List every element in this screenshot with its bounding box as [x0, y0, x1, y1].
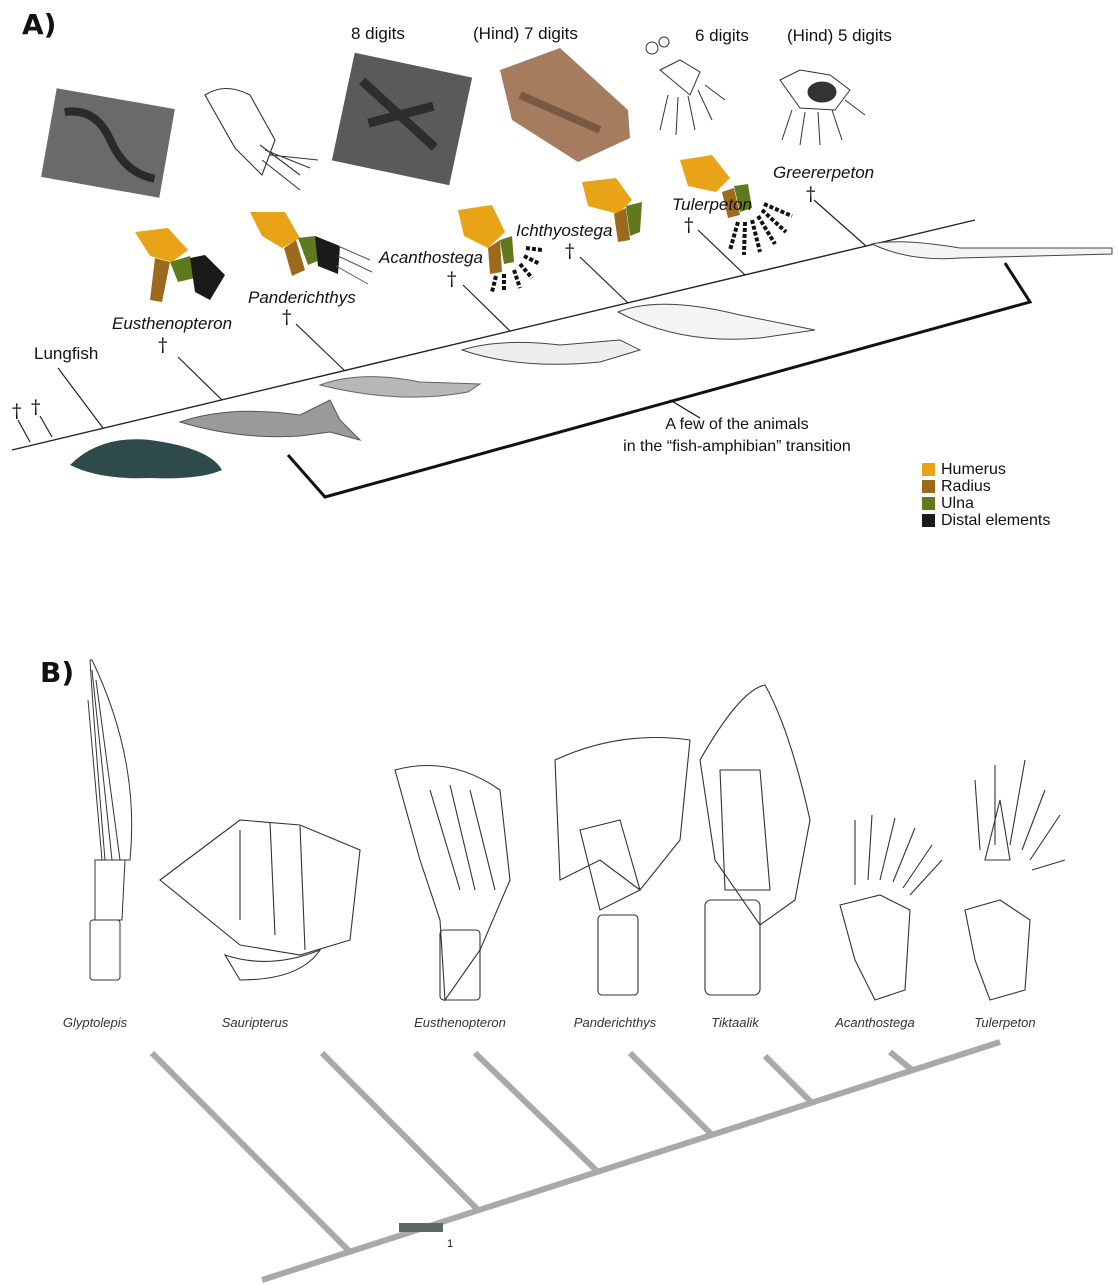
panderichthys-image	[320, 377, 480, 397]
digit-label-6: 6 digits	[695, 26, 749, 46]
scale-bar-label: 1	[447, 1238, 453, 1250]
dagger-extinct-2: †	[31, 396, 41, 418]
taxon-tulerpeton: Tulerpeton	[672, 195, 752, 215]
dagger-greererpeton: †	[806, 183, 816, 205]
tree-branch-sauripterus	[322, 1053, 478, 1210]
fin-glyptolepis	[88, 660, 132, 980]
legend-distal: Distal elements	[922, 512, 1050, 529]
limb-bones-eusthenopteron	[135, 228, 225, 302]
taxon-ichthyostega: Ichthyostega	[516, 221, 612, 241]
legend-swatch-ulna	[922, 497, 935, 510]
tree-branch-panderichthys	[630, 1053, 712, 1135]
b-taxon-panderichthys: Panderichthys	[545, 1015, 685, 1030]
tree-branch-acanthostega	[890, 1052, 912, 1070]
panel-b-diagram	[0, 560, 1118, 1285]
b-taxon-tulerpeton: Tulerpeton	[950, 1015, 1060, 1030]
limb-sketch-2	[646, 37, 725, 135]
dagger-panderichthys: †	[282, 306, 292, 328]
fin-sauripterus	[160, 820, 360, 980]
legend-label-ulna: Ulna	[941, 495, 974, 513]
lungfish-image	[70, 439, 222, 478]
fin-panderichthys	[555, 738, 690, 996]
tree-branch-glyptolepis	[152, 1053, 350, 1252]
limb-sketch-1	[205, 89, 318, 191]
taxon-lungfish: Lungfish	[34, 344, 98, 364]
legend-label-humerus: Humerus	[941, 461, 1006, 479]
tiktaalik-image	[462, 340, 640, 364]
branch-extinct-1	[18, 420, 30, 442]
legend-swatch-radius	[922, 480, 935, 493]
limb-tulerpeton	[965, 760, 1065, 1000]
limb-acanthostega	[840, 815, 942, 1000]
limb-sketch-3	[780, 70, 865, 145]
legend-radius: Radius	[922, 478, 1050, 495]
fossil-photo-3	[500, 48, 630, 162]
taxon-greererpeton: Greererpeton	[773, 163, 874, 183]
eusthenopteron-image	[180, 400, 360, 440]
branch-lungfish	[58, 368, 103, 428]
tree-branch-tiktaalik	[765, 1056, 812, 1103]
digit-label-8: 8 digits	[351, 24, 405, 44]
taxon-panderichthys: Panderichthys	[248, 288, 356, 308]
transition-annotation: A few of the animals in the “fish-amphib…	[612, 414, 862, 458]
legend-label-radius: Radius	[941, 478, 991, 496]
taxon-eusthenopteron: Eusthenopteron	[112, 314, 232, 334]
dagger-extinct-1: †	[12, 400, 22, 422]
ichthyostega-image	[618, 304, 815, 339]
dagger-eusthenopteron: †	[158, 334, 168, 356]
digit-label-hind-5: (Hind) 5 digits	[787, 26, 892, 46]
bone-legend: Humerus Radius Ulna Distal elements	[922, 461, 1050, 529]
dagger-tulerpeton: †	[684, 214, 694, 236]
legend-humerus: Humerus	[922, 461, 1050, 478]
limb-bones-panderichthys	[250, 212, 372, 284]
annotation-line-1: A few of the animals	[612, 414, 862, 436]
annotation-line-2: in the “fish-amphibian” transition	[612, 436, 862, 458]
branch-tulerpeton	[698, 230, 745, 275]
phylogeny-tree	[152, 1042, 1000, 1280]
tree-branch-eusthenopteron	[475, 1053, 598, 1172]
digit-label-hind-7: (Hind) 7 digits	[473, 24, 578, 44]
legend-ulna: Ulna	[922, 495, 1050, 512]
fin-tiktaalik	[700, 685, 810, 995]
branch-panderichthys	[296, 324, 345, 371]
scale-bar	[399, 1223, 443, 1232]
tree-backbone	[262, 1042, 1000, 1280]
branch-ichthyostega	[580, 257, 628, 303]
b-taxon-glyptolepis: Glyptolepis	[40, 1015, 150, 1030]
b-taxon-tiktaalik: Tiktaalik	[680, 1015, 790, 1030]
greererpeton-image	[872, 242, 1112, 259]
b-taxon-eusthenopteron: Eusthenopteron	[390, 1015, 530, 1030]
legend-swatch-distal	[922, 514, 935, 527]
legend-swatch-humerus	[922, 463, 935, 476]
b-taxon-acanthostega: Acanthostega	[815, 1015, 935, 1030]
dagger-acanthostega: †	[447, 268, 457, 290]
dagger-ichthyostega: †	[565, 240, 575, 262]
branch-extinct-2	[40, 416, 52, 437]
taxon-acanthostega: Acanthostega	[379, 248, 483, 268]
branch-acanthostega	[463, 285, 510, 331]
b-taxon-sauripterus: Sauripterus	[200, 1015, 310, 1030]
branch-eusthenopteron	[178, 357, 222, 400]
fin-eusthenopteron	[395, 766, 510, 1001]
branch-greererpeton	[814, 200, 866, 246]
legend-label-distal: Distal elements	[941, 512, 1050, 530]
